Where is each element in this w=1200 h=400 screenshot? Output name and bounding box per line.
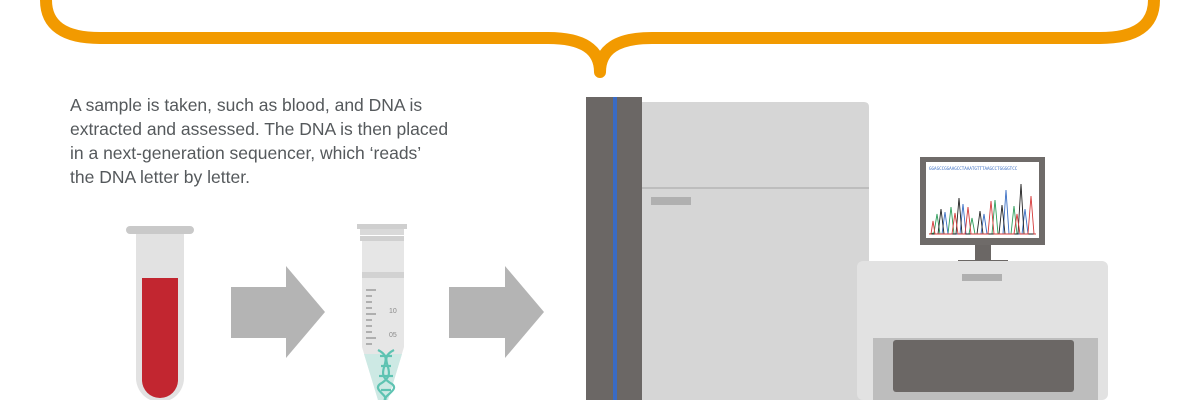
orange-brace (40, 0, 1160, 78)
computer-base-unit (857, 261, 1108, 400)
tube-scale-label-lower: 05 (389, 332, 397, 339)
tube-band (362, 272, 404, 278)
tube-cap-ring (360, 229, 404, 235)
computer-panel-inner (893, 340, 1074, 392)
description-line: A sample is taken, such as blood, and DN… (70, 95, 423, 115)
tube-cap-ring (360, 236, 404, 241)
monitor: GGAGCCGGAAGCCTAAATGTTTAAGCCTGGGGTCC (920, 157, 1045, 263)
sequencer-blue-stripe (613, 97, 617, 400)
sequence-readout: GGAGCCGGAAGCCTAAATGTTTAAGCCTGGGGTCC (929, 166, 1018, 171)
description-line: extracted and assessed. The DNA is then … (70, 119, 449, 139)
tube-scale-ticks (366, 289, 376, 345)
tube-cap (126, 226, 194, 234)
blood-test-tube (126, 226, 194, 400)
sequence-trace-chart (928, 183, 1036, 235)
arrow-icon (449, 266, 544, 358)
monitor-neck (975, 245, 991, 262)
sequencer-machine (586, 97, 869, 400)
tube-rim (357, 224, 407, 229)
dna-extraction-tube: 10 05 (357, 224, 407, 400)
sequencer-body (642, 102, 869, 400)
blood-sample (142, 278, 178, 398)
sequencer-handle (651, 197, 691, 205)
description-line: the DNA letter by letter. (70, 167, 250, 187)
tube-scale-label-upper: 10 (389, 308, 397, 315)
description-text: A sample is taken, such as blood, and DN… (70, 93, 490, 189)
dna-helix-icon (376, 349, 395, 400)
description-line: in a next-generation sequencer, which ‘r… (70, 143, 422, 163)
computer-slot (962, 274, 1002, 281)
arrow-icon (231, 266, 325, 358)
